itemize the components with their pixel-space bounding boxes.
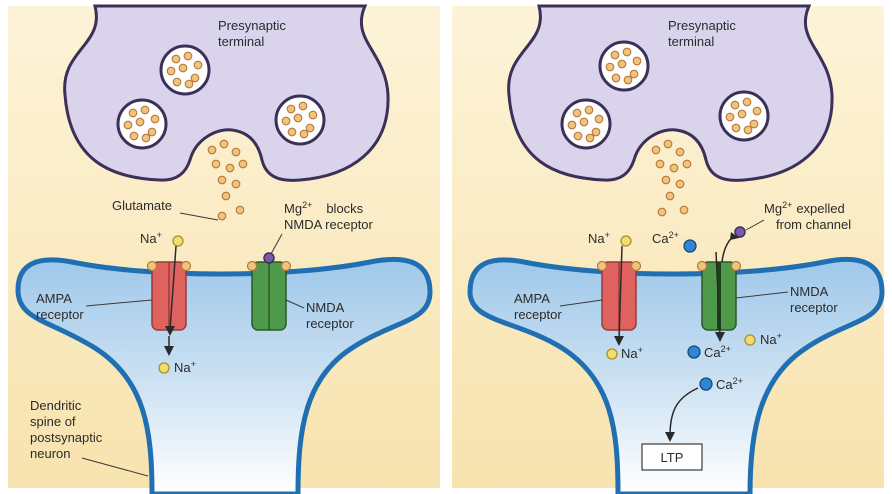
sodium-ion	[172, 235, 184, 247]
ampa-label: AMPA	[514, 291, 550, 306]
postsynaptic-spine	[15, 256, 433, 494]
magnesium-ion	[734, 226, 746, 238]
ltp-box	[641, 443, 703, 471]
synaptic-vesicle	[116, 98, 168, 150]
ltp-label: LTP	[661, 450, 684, 465]
sodium-ion	[158, 362, 170, 374]
mg-leader	[745, 219, 765, 231]
nmda-leader	[285, 299, 305, 309]
sodium-ion	[620, 235, 632, 247]
glutamate-label: Glutamate	[112, 198, 172, 213]
ampa-leader	[559, 299, 603, 307]
dendritic-spine-label: neuron	[30, 446, 70, 461]
mg-block-label: Mg2+blocks	[284, 200, 364, 216]
panel-mg-expelled: Presynaptic terminal Na+ Ca2+ Mg2+expe	[452, 4, 885, 494]
dendritic-spine-label: Dendritic	[30, 398, 82, 413]
released-glutamate	[207, 139, 248, 221]
arrow-head	[164, 346, 174, 356]
calcium-label: Ca2+	[652, 230, 679, 246]
calcium-label: Ca2+	[716, 376, 743, 392]
arrow-head	[165, 326, 175, 336]
sodium-label: Na+	[174, 359, 196, 375]
synaptic-vesicle	[274, 94, 326, 146]
arrow-head	[665, 432, 675, 442]
presynaptic-label: terminal	[218, 34, 264, 49]
sodium-label: Na+	[760, 331, 782, 347]
synaptic-vesicle	[159, 44, 211, 96]
ampa-label: receptor	[514, 307, 562, 322]
nmda-label: receptor	[790, 300, 838, 315]
glutamate-leader	[179, 212, 219, 221]
sodium-label: Na+	[140, 230, 162, 246]
presynaptic-label: Presynaptic	[668, 18, 736, 33]
nmda-leader	[735, 291, 789, 299]
dendritic-spine-label: spine of	[30, 414, 76, 429]
ampa-leader	[85, 299, 153, 307]
nmda-receptor	[696, 260, 742, 331]
ampa-label: AMPA	[36, 291, 72, 306]
sodium-label: Na+	[588, 230, 610, 246]
sodium-ion	[744, 334, 756, 346]
released-glutamate	[651, 139, 692, 217]
nmda-label: NMDA	[790, 284, 829, 299]
ampa-receptor	[146, 260, 192, 331]
mg-block-label: NMDA receptor	[284, 217, 374, 232]
arrow-head	[614, 336, 624, 346]
nmda-label: receptor	[306, 316, 354, 331]
sodium-flow-arrow	[169, 245, 177, 331]
panel-mg-block: Presynaptic terminal Glutamate Na+	[8, 4, 440, 494]
sodium-flow-arrow	[618, 245, 623, 341]
sodium-label: Na+	[621, 345, 643, 361]
postsynaptic-spine	[467, 256, 885, 494]
sodium-ion	[606, 348, 618, 360]
synaptic-vesicle	[598, 40, 650, 92]
mg-leader	[270, 233, 283, 255]
calcium-ion	[687, 345, 701, 359]
arrow-head	[715, 332, 725, 342]
dendritic-leader	[81, 457, 149, 477]
dendritic-spine-label: postsynaptic	[30, 430, 103, 445]
synaptic-vesicle	[560, 98, 612, 150]
presynaptic-label: terminal	[668, 34, 714, 49]
calcium-label: Ca2+	[704, 344, 731, 360]
arrow-head	[730, 232, 739, 240]
nmda-receptor	[246, 260, 292, 331]
calcium-ion	[683, 239, 697, 253]
calcium-ion	[699, 377, 713, 391]
synaptic-vesicle	[718, 90, 770, 142]
nmda-label: NMDA	[306, 300, 345, 315]
presynaptic-label: Presynaptic	[218, 18, 286, 33]
magnesium-ion	[263, 252, 275, 264]
mg-expelled-label: from channel	[776, 217, 851, 232]
ampa-label: receptor	[36, 307, 84, 322]
ltp-arrow	[669, 387, 699, 437]
calcium-flow-arrow	[715, 251, 721, 336]
mg-expelled-label: Mg2+expelled	[764, 200, 845, 216]
